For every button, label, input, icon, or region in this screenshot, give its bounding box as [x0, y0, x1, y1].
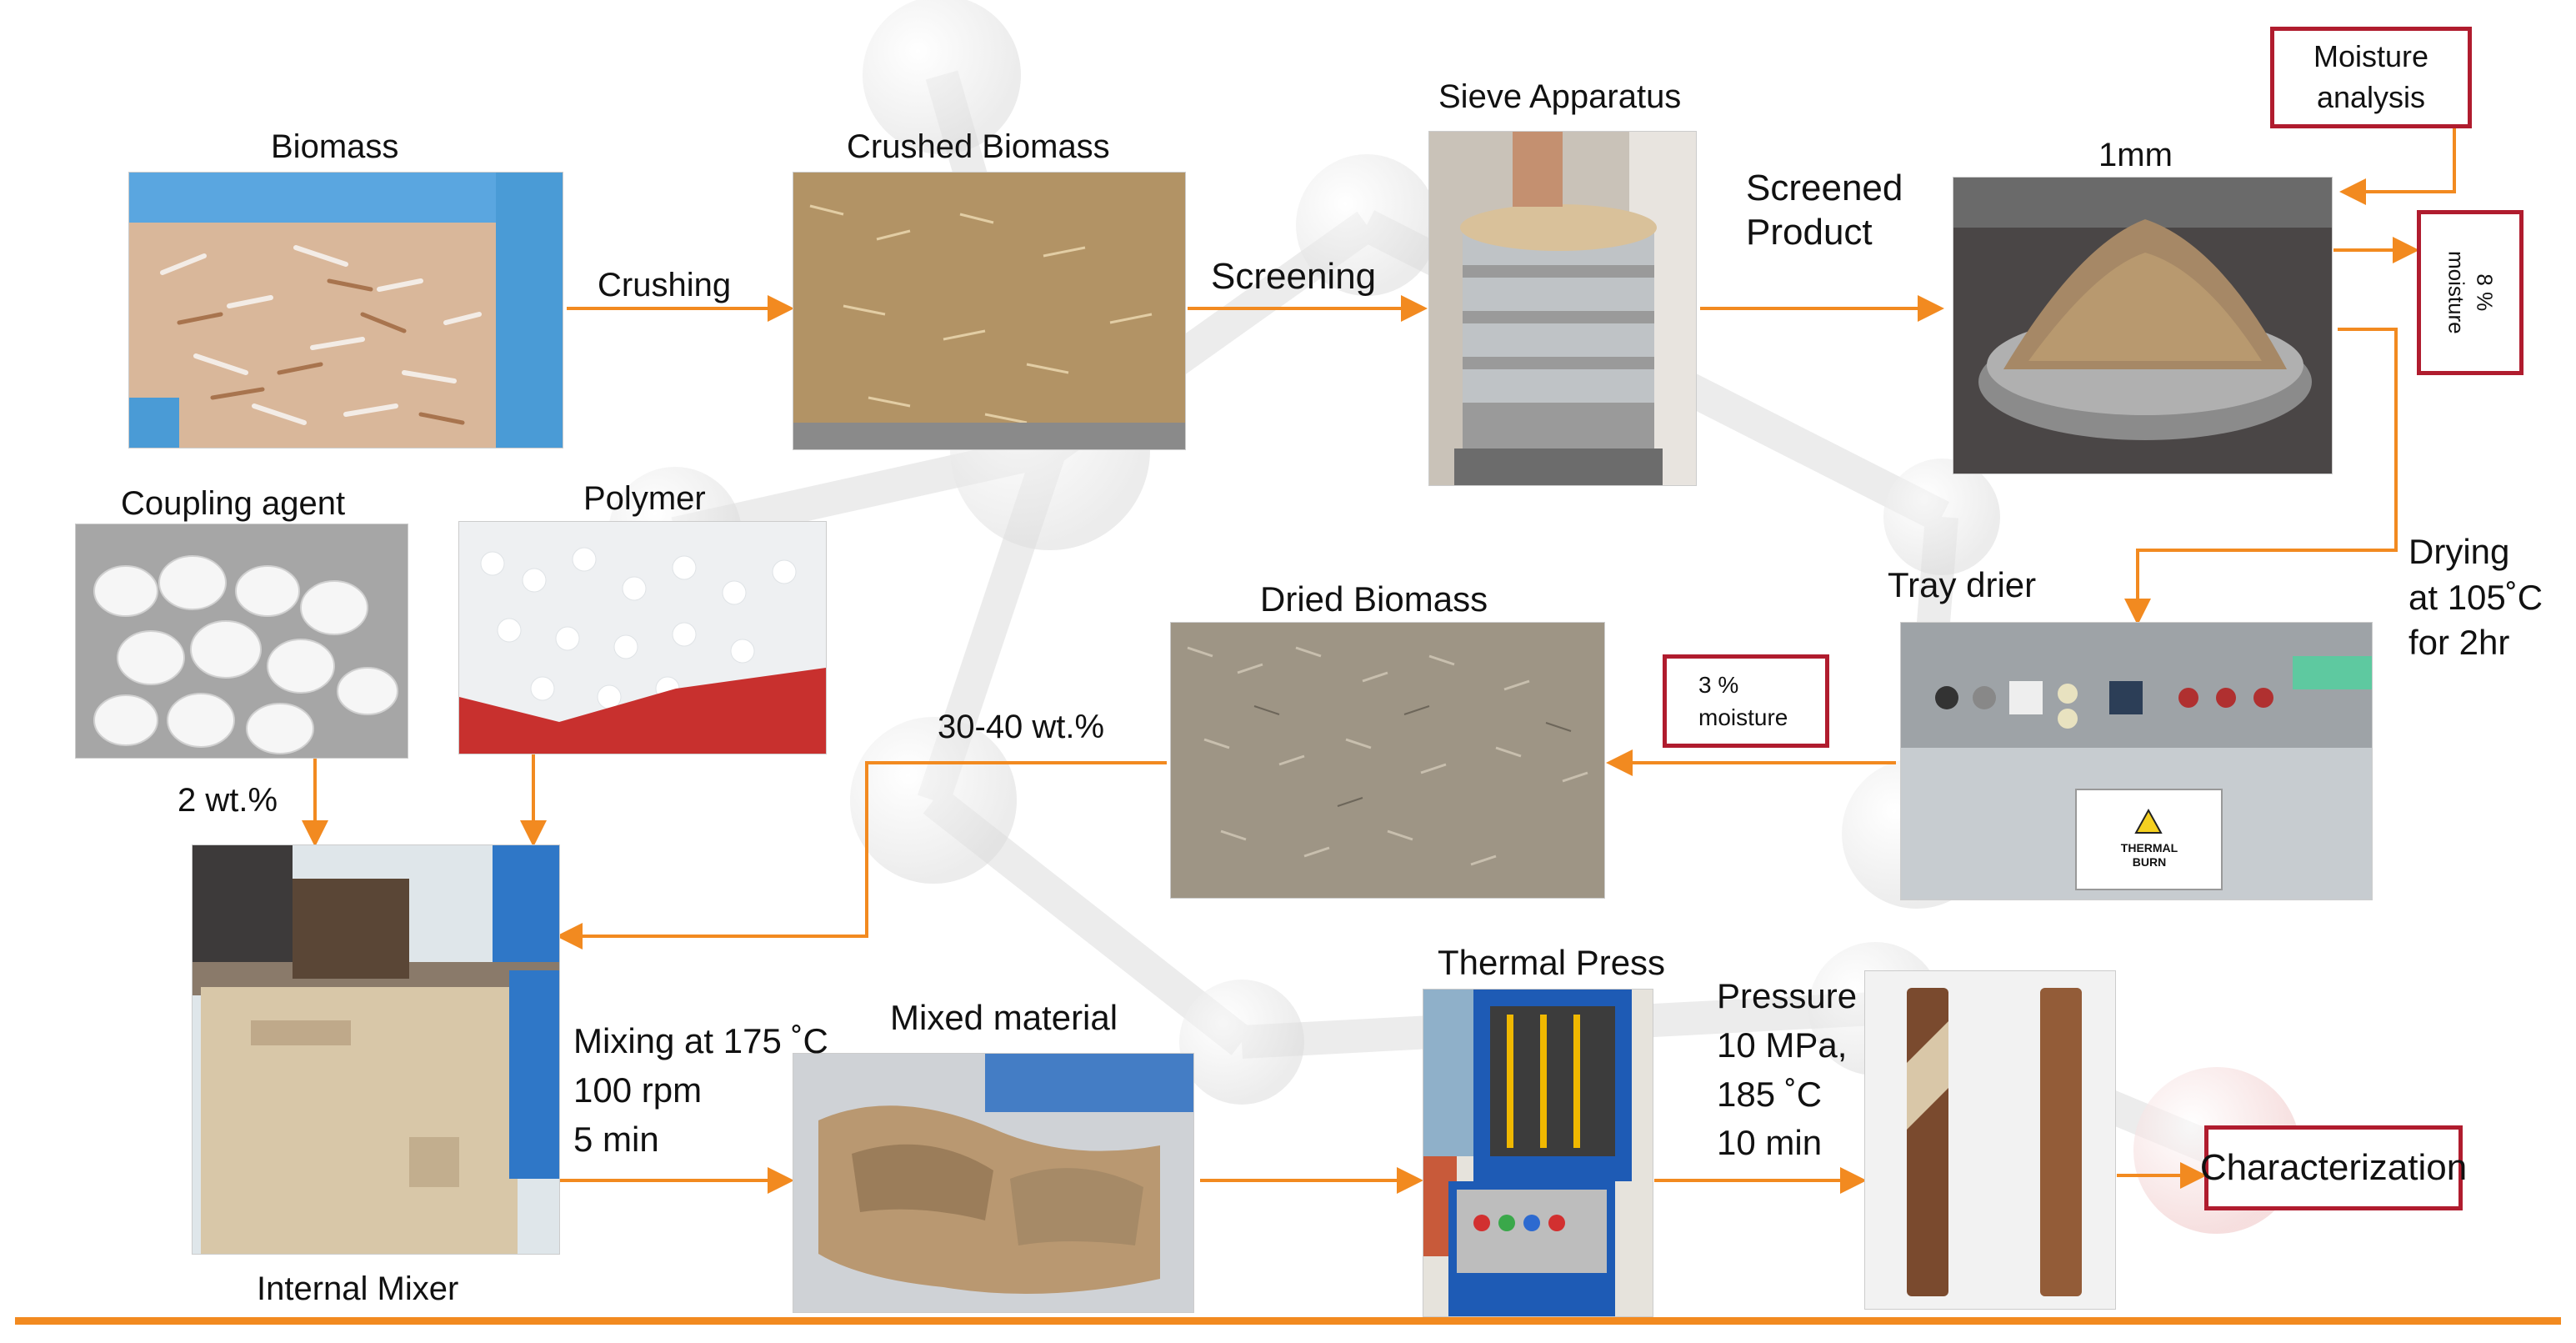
sieve-apparatus-photo	[1428, 131, 1697, 486]
mixed-material-photo	[793, 1053, 1194, 1313]
biomass-label: Biomass	[271, 128, 399, 165]
drying-condition-label: Drying at 105˚C for 2hr	[2408, 532, 2543, 663]
polymer-photo	[458, 521, 827, 754]
tray-drier-label: Tray drier	[1888, 565, 2037, 604]
composite-samples-photo	[1864, 970, 2116, 1310]
pressure-condition-label: Pressure 10 MPa, 185 ˚C 10 min	[1717, 976, 1858, 1163]
crushed-biomass-label: Crushed Biomass	[847, 128, 1110, 165]
tray-drier-photo: THERMAL BURN	[1900, 622, 2373, 900]
crushing-label: Crushing	[598, 267, 732, 303]
mixed-material-label: Mixed material	[890, 998, 1118, 1037]
wt-range-label: 30-40 wt.%	[938, 709, 1105, 745]
bottom-divider	[15, 1317, 2561, 1325]
internal-mixer-label: Internal Mixer	[257, 1270, 459, 1307]
crushed-biomass-photo	[793, 172, 1186, 450]
moisture-analysis-box: Moisture analysis	[2270, 27, 2472, 128]
screened-product-photo	[1953, 177, 2333, 474]
thermal-press-photo	[1423, 989, 1653, 1317]
arrow-moisture-analysis	[2339, 125, 2456, 205]
characterization-box: Characterization	[2200, 1125, 2467, 1210]
dried-biomass-label: Dried Biomass	[1260, 579, 1488, 619]
arrow-drying	[2124, 328, 2398, 625]
coupling-agent-label: Coupling agent	[121, 485, 346, 522]
two-wt-label: 2 wt.%	[178, 782, 278, 819]
mm-label: 1mm	[2098, 137, 2173, 173]
biomass-photo	[128, 172, 563, 449]
dried-biomass-photo	[1170, 622, 1605, 899]
arrow-dried-to-mixer	[556, 761, 1167, 950]
thermal-press-label: Thermal Press	[1438, 943, 1666, 982]
three-percent-moisture-box: 3 % moisture	[1663, 654, 1829, 748]
screening-label: Screening	[1211, 256, 1377, 297]
coupling-agent-photo	[75, 524, 408, 759]
sieve-apparatus-label: Sieve Apparatus	[1438, 78, 1682, 115]
screened-product-label: Screened Product	[1746, 168, 1903, 253]
thermal-burn-sign-text: THERMAL BURN	[2120, 841, 2178, 869]
polymer-label: Polymer	[583, 480, 706, 517]
eight-percent-moisture-box: 8 % moisture	[2417, 210, 2523, 375]
internal-mixer-photo	[192, 844, 560, 1255]
mixing-condition-label: Mixing at 175 ˚C 100 rpm 5 min	[573, 1021, 828, 1159]
